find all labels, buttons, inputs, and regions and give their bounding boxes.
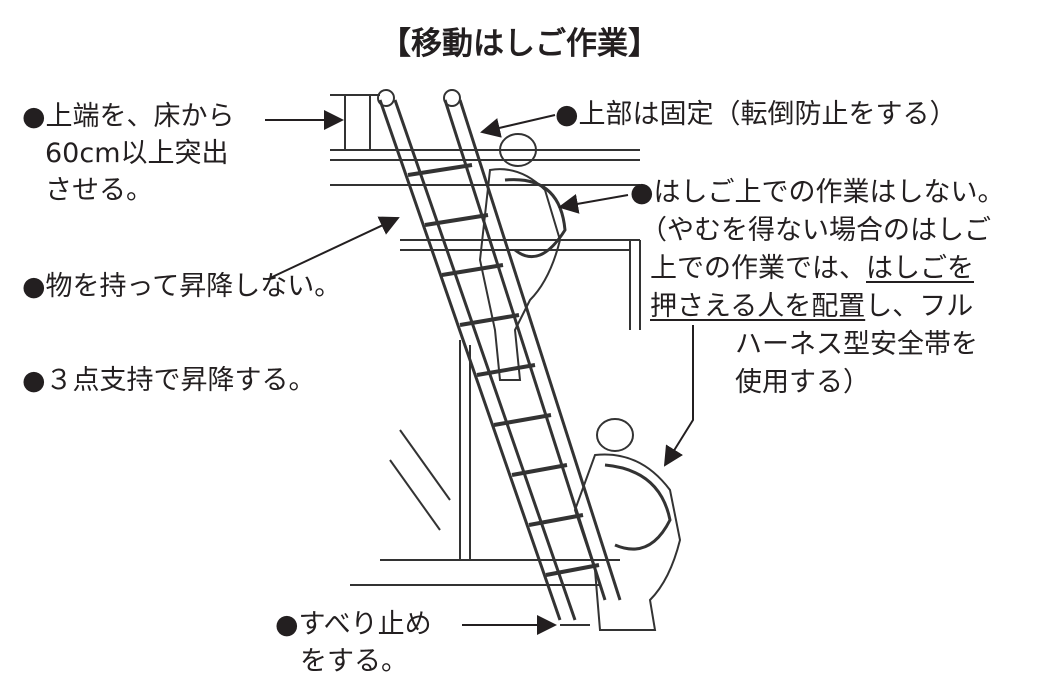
note-top-end-1: ●上端を、床から bbox=[22, 101, 235, 132]
note-exception-2a: 上での作業では、 bbox=[650, 253, 866, 284]
arrow-no-carry bbox=[269, 216, 400, 279]
note-exception-2: 上での作業では、はしごを bbox=[650, 252, 974, 286]
note-no-work: ●はしご上での作業はしない。 bbox=[630, 177, 1005, 208]
arrow-helper bbox=[663, 325, 694, 467]
note-anti-slip-1: ●すべり止め bbox=[275, 609, 432, 640]
worker-lower bbox=[573, 418, 682, 631]
note-exception-3b: し、フル bbox=[865, 291, 974, 322]
note-exception-1: （やむを得ない場合のはしご bbox=[640, 215, 991, 246]
note-exception-3: 押さえる人を配置し、フル bbox=[650, 290, 973, 324]
worker-upper bbox=[478, 133, 567, 381]
note-three-point: ●３点支持で昇降する。 bbox=[22, 365, 316, 396]
note-exception-2-underlined: はしごを bbox=[866, 253, 974, 284]
note-no-carry: ●物を持って昇降しない。 bbox=[22, 271, 342, 302]
note-exception-3-underlined: 押さえる人を配置 bbox=[650, 291, 866, 322]
note-anti-slip-2: をする。 bbox=[300, 646, 408, 677]
arrow-fix-top bbox=[480, 114, 556, 138]
note-exception-5: 使用する） bbox=[735, 367, 870, 398]
note-top-end-2: 60cm以上突出 bbox=[45, 138, 229, 169]
ladder-left-rail bbox=[378, 99, 562, 621]
note-top-end-3: させる。 bbox=[45, 175, 153, 206]
note-exception-4: ハーネス型安全帯を bbox=[735, 329, 978, 360]
note-fix-top: ●上部は固定（転倒防止をする） bbox=[555, 99, 957, 130]
diagram-title: 【移動はしご作業】 bbox=[380, 26, 659, 62]
arrow-no-work bbox=[558, 194, 629, 214]
